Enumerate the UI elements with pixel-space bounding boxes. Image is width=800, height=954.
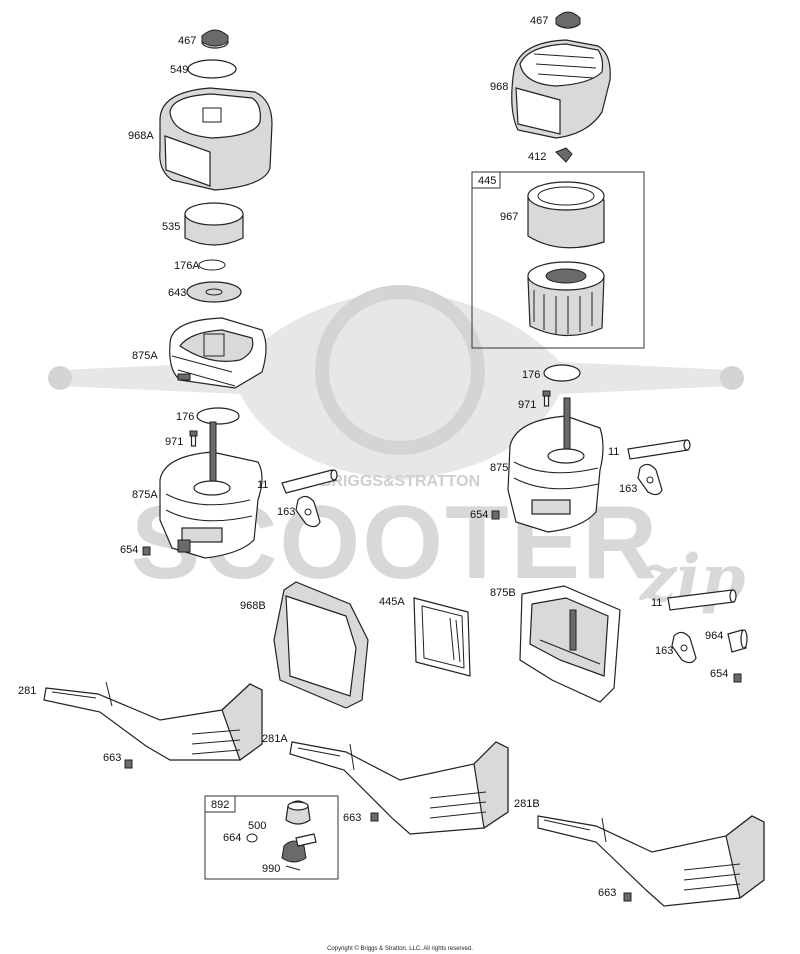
- part-412-clip: [555, 147, 573, 163]
- part-281a-bracket: [289, 741, 509, 835]
- label-281: 281: [18, 685, 36, 697]
- label-875: 875: [490, 462, 508, 474]
- part-971-bolt-right: [542, 390, 551, 407]
- part-535-foam: [184, 202, 244, 246]
- label-990: 990: [262, 863, 280, 875]
- label-11-left: 11: [257, 479, 268, 491]
- label-875b: 875B: [490, 587, 516, 599]
- part-549-washer: [187, 59, 237, 79]
- part-971-bolt-left: [189, 430, 198, 447]
- part-11-tube-right: [627, 439, 691, 460]
- part-663-bolt-c: [623, 892, 632, 902]
- part-968b-cover: [273, 581, 369, 709]
- label-445a: 445A: [379, 596, 405, 608]
- label-500: 500: [248, 820, 266, 832]
- part-281-bracket: [43, 681, 263, 761]
- label-281a: 281A: [262, 733, 288, 745]
- label-643: 643: [168, 287, 186, 299]
- label-549: 549: [170, 64, 188, 76]
- part-163-gasket-left: [295, 495, 321, 528]
- label-654-right: 654: [470, 509, 488, 521]
- part-663-bolt-b: [370, 812, 379, 822]
- part-11-tube-left: [281, 469, 338, 494]
- label-654-lower: 654: [710, 668, 728, 680]
- label-163-right: 163: [619, 483, 637, 495]
- label-176a: 176A: [174, 260, 200, 272]
- part-445-box: [471, 171, 645, 349]
- part-664-washer: [246, 833, 258, 843]
- part-445-filter: [527, 261, 605, 337]
- part-892-tag: [204, 795, 236, 813]
- label-163-lower: 163: [655, 645, 673, 657]
- label-445: 445: [478, 175, 496, 187]
- callout-labels: 467 549 968A 535 176A 643 875A 176 971 8…: [18, 15, 728, 899]
- part-445-tag: [471, 171, 501, 189]
- label-968b: 968B: [240, 600, 266, 612]
- part-663-bolt-a: [124, 759, 133, 769]
- label-176-left: 176: [176, 411, 194, 423]
- part-990-key-switch: [281, 833, 317, 871]
- label-663-b: 663: [343, 812, 361, 824]
- label-654-left: 654: [120, 544, 138, 556]
- label-163-left: 163: [277, 506, 295, 518]
- part-967-precleaner: [527, 181, 605, 249]
- part-176-ring-left: [196, 407, 240, 425]
- part-968-cover: [511, 39, 611, 139]
- copyright-notice: Copyright © Briggs & Stratton, LLC. All …: [327, 945, 473, 952]
- label-971-right: 971: [518, 399, 536, 411]
- label-971-left: 971: [165, 436, 183, 448]
- part-643-screen: [186, 281, 242, 303]
- watermark-handlebar: [60, 290, 732, 480]
- part-500-cap: [285, 800, 311, 825]
- label-467-left: 467: [178, 35, 196, 47]
- part-892-box: [204, 795, 339, 880]
- label-663-c: 663: [598, 887, 616, 899]
- part-445a-filter: [413, 597, 471, 677]
- part-875-base: [507, 397, 604, 533]
- part-467-knob-right: [555, 11, 581, 29]
- part-163-gasket-lower: [671, 631, 697, 664]
- label-467-right: 467: [530, 15, 548, 27]
- part-654-nut-left: [142, 546, 151, 556]
- label-892: 892: [211, 799, 229, 811]
- label-967: 967: [500, 211, 518, 223]
- part-163-gasket-right: [637, 463, 663, 496]
- part-964-plug: [727, 629, 748, 653]
- label-11-lower: 11: [651, 597, 662, 609]
- label-535: 535: [162, 221, 180, 233]
- part-11-tube-lower: [667, 589, 737, 611]
- part-968a-cover: [159, 87, 273, 191]
- part-281b-bracket: [537, 815, 765, 907]
- watermark-ring: [315, 285, 485, 455]
- label-664: 664: [223, 832, 241, 844]
- part-176-ring-right: [543, 364, 581, 382]
- part-875b-base: [519, 585, 621, 703]
- label-875a-upper: 875A: [132, 350, 158, 362]
- label-968a: 968A: [128, 130, 154, 142]
- watermark-brand: BRIGGS&STRATTON: [320, 473, 480, 490]
- label-964: 964: [705, 630, 723, 642]
- part-654-nut-right: [491, 510, 500, 520]
- part-875a-base-lower: [159, 421, 263, 559]
- label-11-right: 11: [608, 446, 619, 458]
- part-654-nut-lower: [733, 673, 742, 683]
- label-281b: 281B: [514, 798, 540, 810]
- label-176-right: 176: [522, 369, 540, 381]
- label-663-a: 663: [103, 752, 121, 764]
- label-875a-lower: 875A: [132, 489, 158, 501]
- label-968: 968: [490, 81, 508, 93]
- part-176a-ring: [198, 259, 226, 271]
- part-875a-base-upper: [169, 317, 267, 389]
- part-467-knob-left: [201, 29, 229, 49]
- label-412: 412: [528, 151, 546, 163]
